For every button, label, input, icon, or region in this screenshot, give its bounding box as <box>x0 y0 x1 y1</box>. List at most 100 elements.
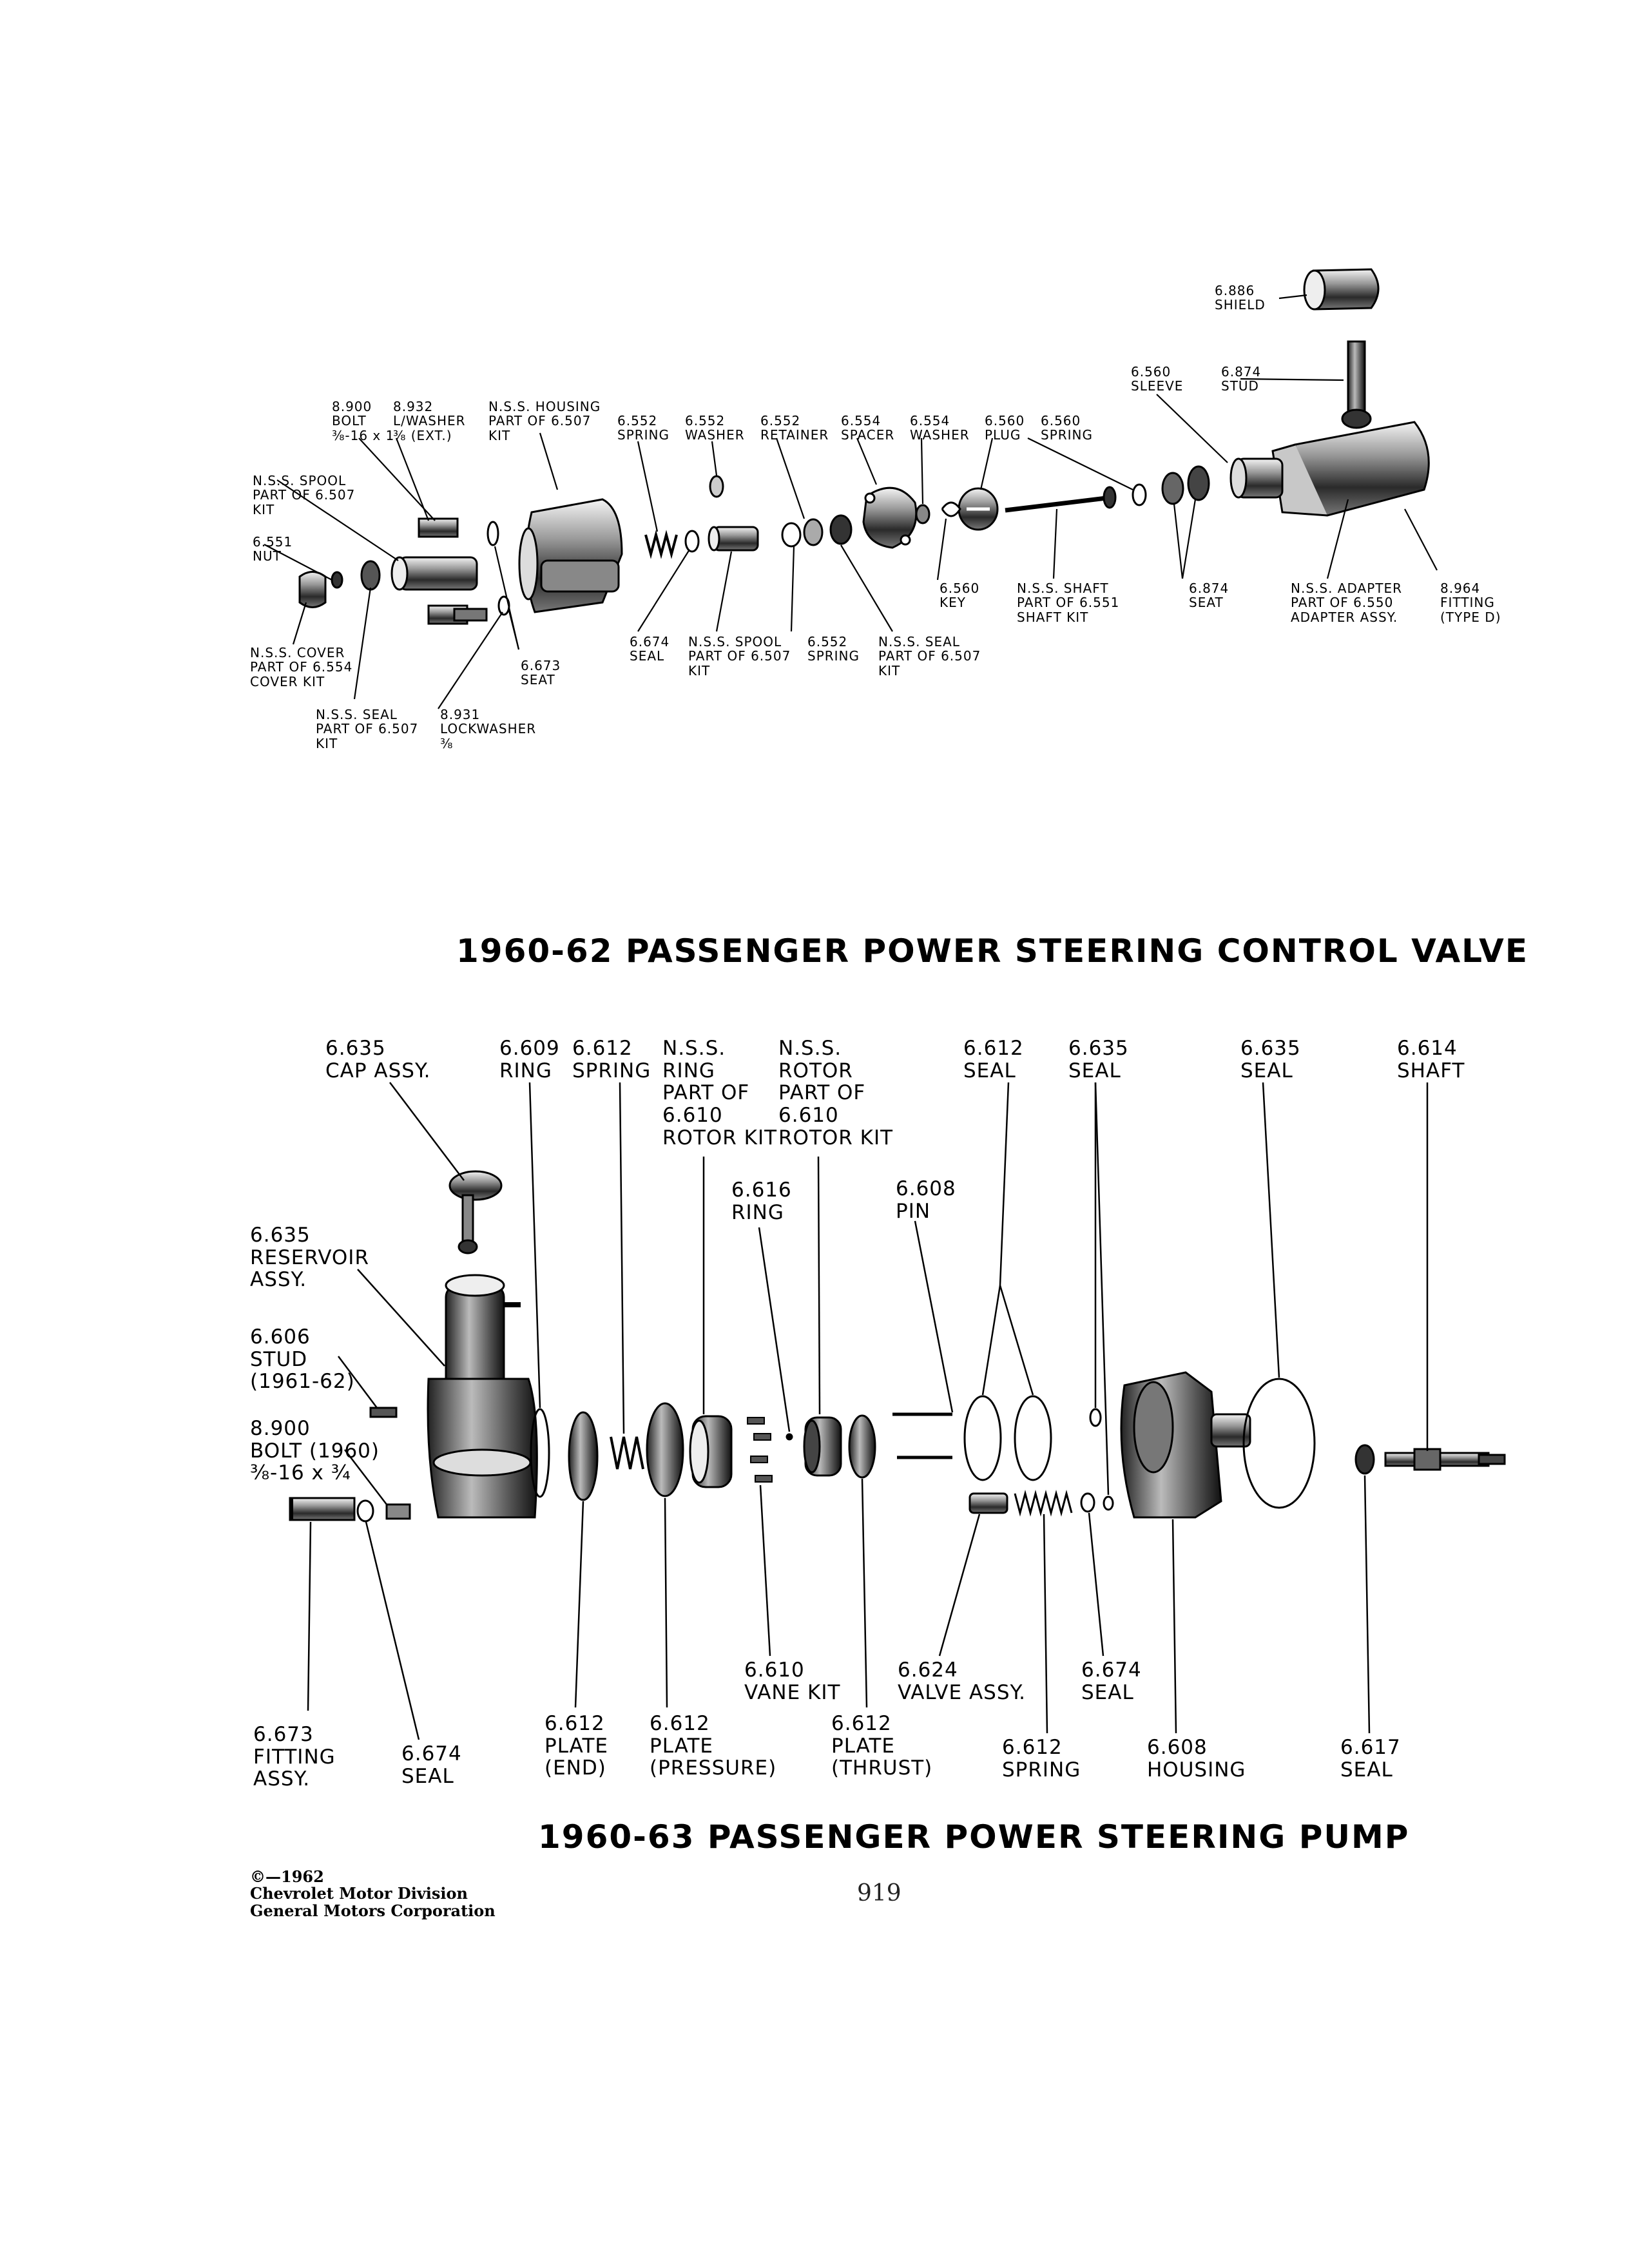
valve-housing-part <box>518 498 623 613</box>
label-valve-housing: N.S.S. HOUSING PART OF 6.507 KIT <box>488 399 601 443</box>
vane-kit-part <box>747 1417 773 1483</box>
cover-part <box>298 571 327 608</box>
seat-673-a <box>487 521 499 546</box>
label-seat-673: 6.673 SEAT <box>521 658 561 688</box>
nss-ring-part <box>689 1415 733 1488</box>
label-key-560: 6.560 KEY <box>940 581 980 611</box>
label-stud: 6.874 STUD <box>1221 364 1262 394</box>
label-seal-617: 6.617 SEAL <box>1340 1736 1401 1782</box>
shaft-part <box>1005 486 1117 513</box>
label-washer-552: 6.552 WASHER <box>685 413 745 443</box>
plate-end <box>568 1411 599 1501</box>
label-shield: 6.886 SHIELD <box>1215 283 1266 313</box>
copyright-notice: ©—1962 Chevrolet Motor Division General … <box>250 1867 496 1920</box>
sleeve-part <box>1229 457 1284 499</box>
label-plate-thrust: 6.612 PLATE (THRUST) <box>831 1712 933 1780</box>
stud-part <box>1341 340 1372 429</box>
label-lwasher: 8.932 L/WASHER ⅜ (EXT.) <box>393 399 466 443</box>
spring-552-part <box>644 530 678 559</box>
label-nut-551: 6.551 NUT <box>253 534 293 564</box>
label-sleeve: 6.560 SLEEVE <box>1131 364 1184 394</box>
valve-leaders <box>264 294 1438 709</box>
valve-624-part <box>969 1492 1008 1514</box>
seal-674-part <box>684 530 700 553</box>
pump-leaders <box>307 1082 1429 1740</box>
valve-title: 1960-62 PASSENGER POWER STEERING CONTROL… <box>456 932 1528 970</box>
plate-pressure <box>646 1402 684 1497</box>
label-spring-552-b: 6.552 SPRING <box>807 634 860 664</box>
nut-part <box>331 571 343 589</box>
label-bolt-900: 8.900 BOLT (1960) ⅜-16 x ¾ <box>250 1417 380 1485</box>
label-washer-554: 6.554 WASHER <box>910 413 970 443</box>
label-ring-609: 6.609 RING <box>499 1037 560 1082</box>
label-pin-608: 6.608 PIN <box>896 1177 956 1223</box>
label-seat-874: 6.874 SEAT <box>1189 581 1229 611</box>
label-seal-635-b: 6.635 SEAL <box>1240 1037 1301 1082</box>
label-ring-616: 6.616 RING <box>731 1178 792 1224</box>
plate-thrust <box>848 1414 876 1479</box>
seal-612-b <box>1014 1395 1052 1481</box>
key-part <box>941 501 961 517</box>
ring-616-part <box>786 1433 793 1441</box>
label-cover-nss: N.S.S. COVER PART OF 6.554 COVER KIT <box>250 645 353 689</box>
label-seal-635-a: 6.635 SEAL <box>1068 1037 1129 1082</box>
seal-617-part <box>1354 1444 1375 1475</box>
spring-560 <box>1132 483 1147 506</box>
label-adapter-nss: N.S.S. ADAPTER PART OF 6.550 ADAPTER ASS… <box>1291 581 1403 625</box>
label-seal-kit: N.S.S. SEAL PART OF 6.507 KIT <box>316 707 419 751</box>
seal-nss-b <box>829 514 853 545</box>
label-spring-552: 6.552 SPRING <box>617 413 670 443</box>
bolt-900-pump <box>385 1503 411 1520</box>
pin-608-part <box>892 1412 952 1459</box>
label-retainer-552: 6.552 RETAINER <box>760 413 829 443</box>
seal-674-small <box>1080 1492 1095 1513</box>
label-reservoir: 6.635 RESERVOIR ASSY. <box>250 1224 369 1292</box>
seal-nss-a <box>360 560 381 591</box>
label-housing-608: 6.608 HOUSING <box>1147 1736 1246 1782</box>
label-lockwasher: 8.931 LOCKWASHER ⅜ <box>440 707 537 751</box>
label-bolt: 8.900 BOLT ⅜-16 x 1 <box>332 399 395 443</box>
label-spacer-554: 6.554 SPACER <box>841 413 895 443</box>
retainer-552 <box>803 518 824 546</box>
nss-rotor-part <box>803 1416 842 1477</box>
spring-612b-part <box>1014 1490 1073 1517</box>
valve-parts <box>298 268 1430 625</box>
washer-552 <box>709 475 724 498</box>
label-spring-612: 6.612 SPRING <box>572 1037 651 1082</box>
pump-title: 1960-63 PASSENGER POWER STEERING PUMP <box>538 1818 1410 1856</box>
label-spool-nss: N.S.S. SPOOL PART OF 6.507 KIT <box>253 473 356 517</box>
label-spool-nss-2: N.S.S. SPOOL PART OF 6.507 KIT <box>688 634 791 678</box>
label-plug-560: 6.560 PLUG <box>985 413 1025 443</box>
adapter-part <box>1271 421 1430 517</box>
spool-left <box>390 556 478 591</box>
pump-housing-part <box>1120 1371 1251 1519</box>
seat-874-b <box>1161 472 1184 505</box>
seal-612-a <box>963 1395 1002 1481</box>
label-shaft-nss: N.S.S. SHAFT PART OF 6.551 SHAFT KIT <box>1017 581 1120 625</box>
seal-635-large <box>1242 1378 1316 1509</box>
label-plate-end: 6.612 PLATE (END) <box>545 1712 608 1780</box>
reservoir-part <box>427 1274 538 1519</box>
label-seal-674-bottom: 6.674 SEAL <box>401 1742 462 1788</box>
shaft-614-part <box>1384 1448 1506 1471</box>
label-fitting-673: 6.673 FITTING ASSY. <box>253 1723 336 1791</box>
cap-assembly-part <box>448 1170 503 1254</box>
spring-612-part <box>610 1436 644 1470</box>
pump-parts <box>289 1170 1506 1523</box>
label-plate-pressure: 6.612 PLATE (PRESSURE) <box>650 1712 777 1780</box>
label-seal-612: 6.612 SEAL <box>963 1037 1024 1082</box>
plug-part <box>958 487 999 531</box>
label-shaft-614: 6.614 SHAFT <box>1397 1037 1465 1082</box>
washer-554 <box>915 504 930 524</box>
retainer-ring <box>781 522 802 548</box>
spool-right <box>708 526 759 552</box>
seal-674-pump <box>356 1499 374 1523</box>
label-seal-nss-2: N.S.S. SEAL PART OF 6.507 KIT <box>878 634 981 678</box>
label-cap-635: 6.635 CAP ASSY. <box>325 1037 431 1082</box>
label-seal-674-top: 6.674 SEAL <box>1081 1658 1142 1704</box>
seal-635-mini <box>1103 1495 1114 1511</box>
label-spring-560: 6.560 SPRING <box>1041 413 1094 443</box>
label-seal-674: 6.674 SEAL <box>630 634 670 664</box>
label-nss-rotor: N.S.S. ROTOR PART OF 6.610 ROTOR KIT <box>778 1037 894 1149</box>
